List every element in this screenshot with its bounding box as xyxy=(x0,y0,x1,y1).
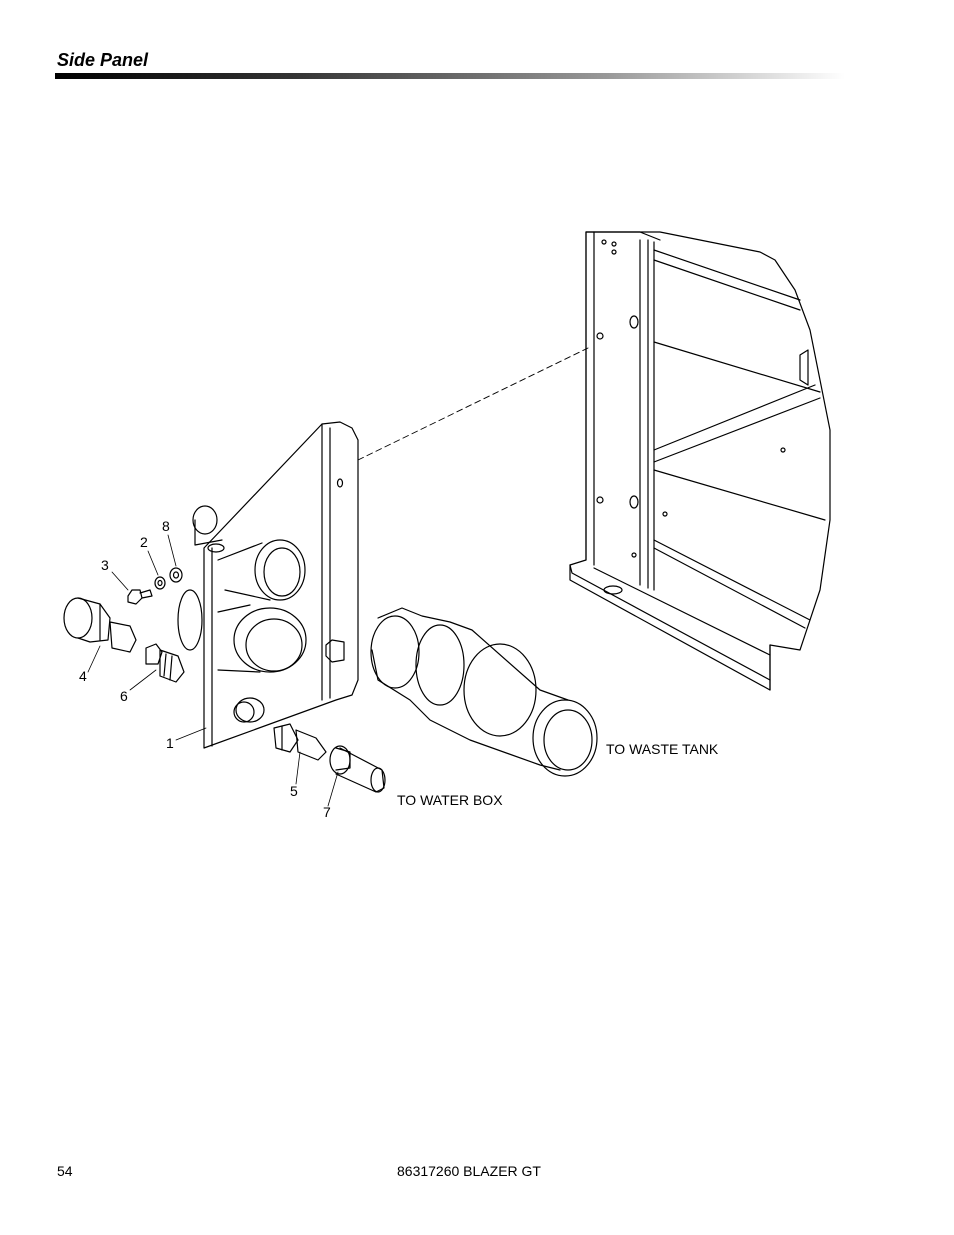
washer-item-8 xyxy=(169,567,183,583)
coupler-item-4 xyxy=(63,597,137,653)
callout-6: 6 xyxy=(120,688,128,704)
panel-fitting xyxy=(233,697,265,723)
washer-item-2 xyxy=(154,576,166,590)
callout-4: 4 xyxy=(79,668,87,684)
bolt-item-3 xyxy=(127,589,153,605)
leader-lines xyxy=(87,534,339,807)
fitting-item-5 xyxy=(273,723,327,761)
waste-tank-hose xyxy=(370,607,598,777)
callout-5: 5 xyxy=(290,783,298,799)
side-panel-bracket xyxy=(203,421,359,749)
machine-frame xyxy=(569,231,831,691)
page-number: 54 xyxy=(57,1163,73,1179)
header-rule xyxy=(55,73,845,79)
waste-tank-label: TO WASTE TANK xyxy=(606,741,719,757)
callout-2: 2 xyxy=(140,534,148,550)
lower-tube xyxy=(177,589,307,673)
upper-tube xyxy=(192,505,306,601)
callout-7: 7 xyxy=(323,804,331,820)
callout-8: 8 xyxy=(162,518,170,534)
document-title: 86317260 BLAZER GT xyxy=(397,1163,541,1179)
clamp-item-7 xyxy=(329,745,351,775)
fitting-item-6 xyxy=(145,643,185,683)
section-title: Side Panel xyxy=(57,50,149,70)
callout-3: 3 xyxy=(101,557,109,573)
callout-1: 1 xyxy=(166,735,174,751)
water-box-label: TO WATER BOX xyxy=(397,792,503,808)
water-box-hose xyxy=(335,747,386,793)
alignment-line xyxy=(357,347,589,461)
